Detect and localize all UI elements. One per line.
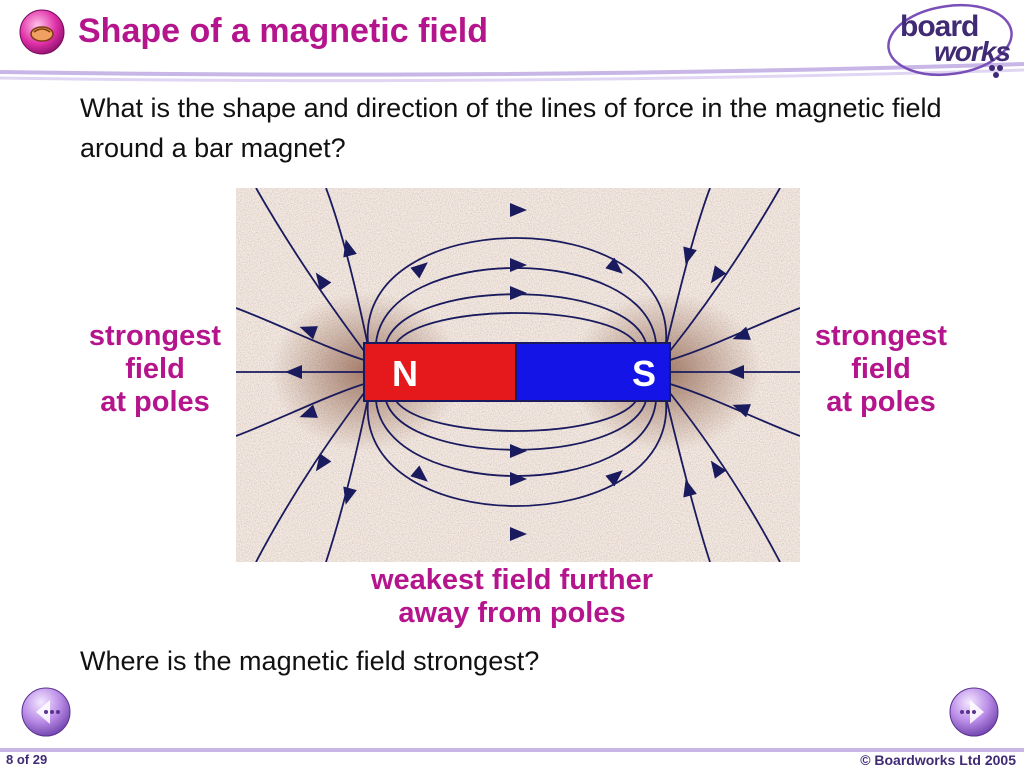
field-arrow-icon — [727, 365, 744, 379]
field-line — [669, 392, 781, 562]
field-arrow-icon — [732, 326, 751, 340]
logo-word-board: board — [900, 10, 979, 43]
right-strongest-label: strongest field at poles — [786, 320, 976, 419]
field-arrow-icon — [510, 472, 527, 486]
north-pole-label: N — [392, 353, 418, 394]
second-question-text: Where is the magnetic field strongest? — [80, 646, 540, 676]
field-arrow-icon — [510, 286, 527, 300]
page-number: 8 of 29 — [6, 752, 48, 767]
field-arrow-icon — [299, 404, 318, 418]
right-label-line: field — [851, 353, 911, 385]
next-arrow-icon — [960, 700, 984, 724]
field-line — [236, 383, 365, 437]
field-arrow-icon — [299, 326, 318, 340]
field-arrow-icon — [683, 246, 697, 265]
header-divider — [0, 62, 1024, 83]
field-line — [367, 400, 667, 507]
magnet-south-pole — [515, 342, 671, 402]
left-strongest-label: strongest field at poles — [60, 320, 250, 419]
copyright-text: © Boardworks Ltd 2005 — [860, 752, 1016, 768]
page-title: Shape of a magnetic field — [78, 12, 488, 50]
field-arrow-icon — [683, 479, 697, 498]
field-arrow-icon — [710, 460, 727, 479]
field-arrow-icon — [315, 272, 332, 291]
boardworks-logo — [887, 3, 1013, 78]
field-arrow-icon — [510, 258, 527, 272]
field-line — [255, 392, 365, 562]
field-line — [669, 188, 781, 352]
field-line — [669, 307, 800, 361]
field-arrow-icon — [605, 470, 623, 487]
left-label-line: strongest — [88, 320, 222, 352]
field-line — [395, 312, 637, 344]
field-arrow-icon — [510, 527, 527, 541]
field-arrow-icon — [710, 265, 727, 284]
field-arrow-icon — [285, 365, 302, 379]
question-text: What is the shape and direction of the l… — [80, 93, 942, 163]
field-arrow-icon — [410, 262, 428, 279]
field-line — [255, 188, 365, 352]
field-arrow-icon — [410, 465, 428, 482]
field-line — [325, 188, 369, 347]
field-line — [395, 400, 637, 432]
bottom-label-line: away from poles — [398, 597, 626, 629]
south-pole-label: S — [632, 353, 656, 394]
bottom-label-line: weakest field further — [370, 564, 654, 596]
field-arrow-icon — [732, 404, 751, 418]
next-slide-button[interactable] — [948, 686, 1000, 738]
right-label-line: strongest — [814, 320, 948, 352]
field-arrows — [285, 203, 751, 541]
magnetic-field-diagram: N S — [236, 188, 800, 562]
field-line — [325, 397, 369, 562]
weakest-field-label: weakest field further away from poles — [300, 564, 724, 630]
logo-word-works: works — [934, 36, 1011, 67]
left-label-line: at poles — [100, 386, 210, 418]
field-arrow-icon — [315, 453, 332, 472]
field-arrow-icon — [343, 486, 357, 505]
right-label-line: at poles — [826, 386, 936, 418]
field-arrow-icon — [343, 239, 357, 258]
previous-slide-button[interactable] — [20, 686, 72, 738]
field-line — [367, 237, 667, 344]
field-arrow-icon — [510, 444, 527, 458]
field-line — [236, 307, 365, 361]
footer-divider — [0, 748, 1024, 752]
title-icon — [19, 9, 65, 55]
previous-arrow-icon — [36, 700, 60, 724]
left-label-line: field — [125, 353, 185, 385]
field-arrow-icon — [605, 257, 623, 274]
field-arrow-icon — [510, 203, 527, 217]
field-line — [669, 383, 800, 437]
magnet-north-pole — [363, 342, 517, 402]
